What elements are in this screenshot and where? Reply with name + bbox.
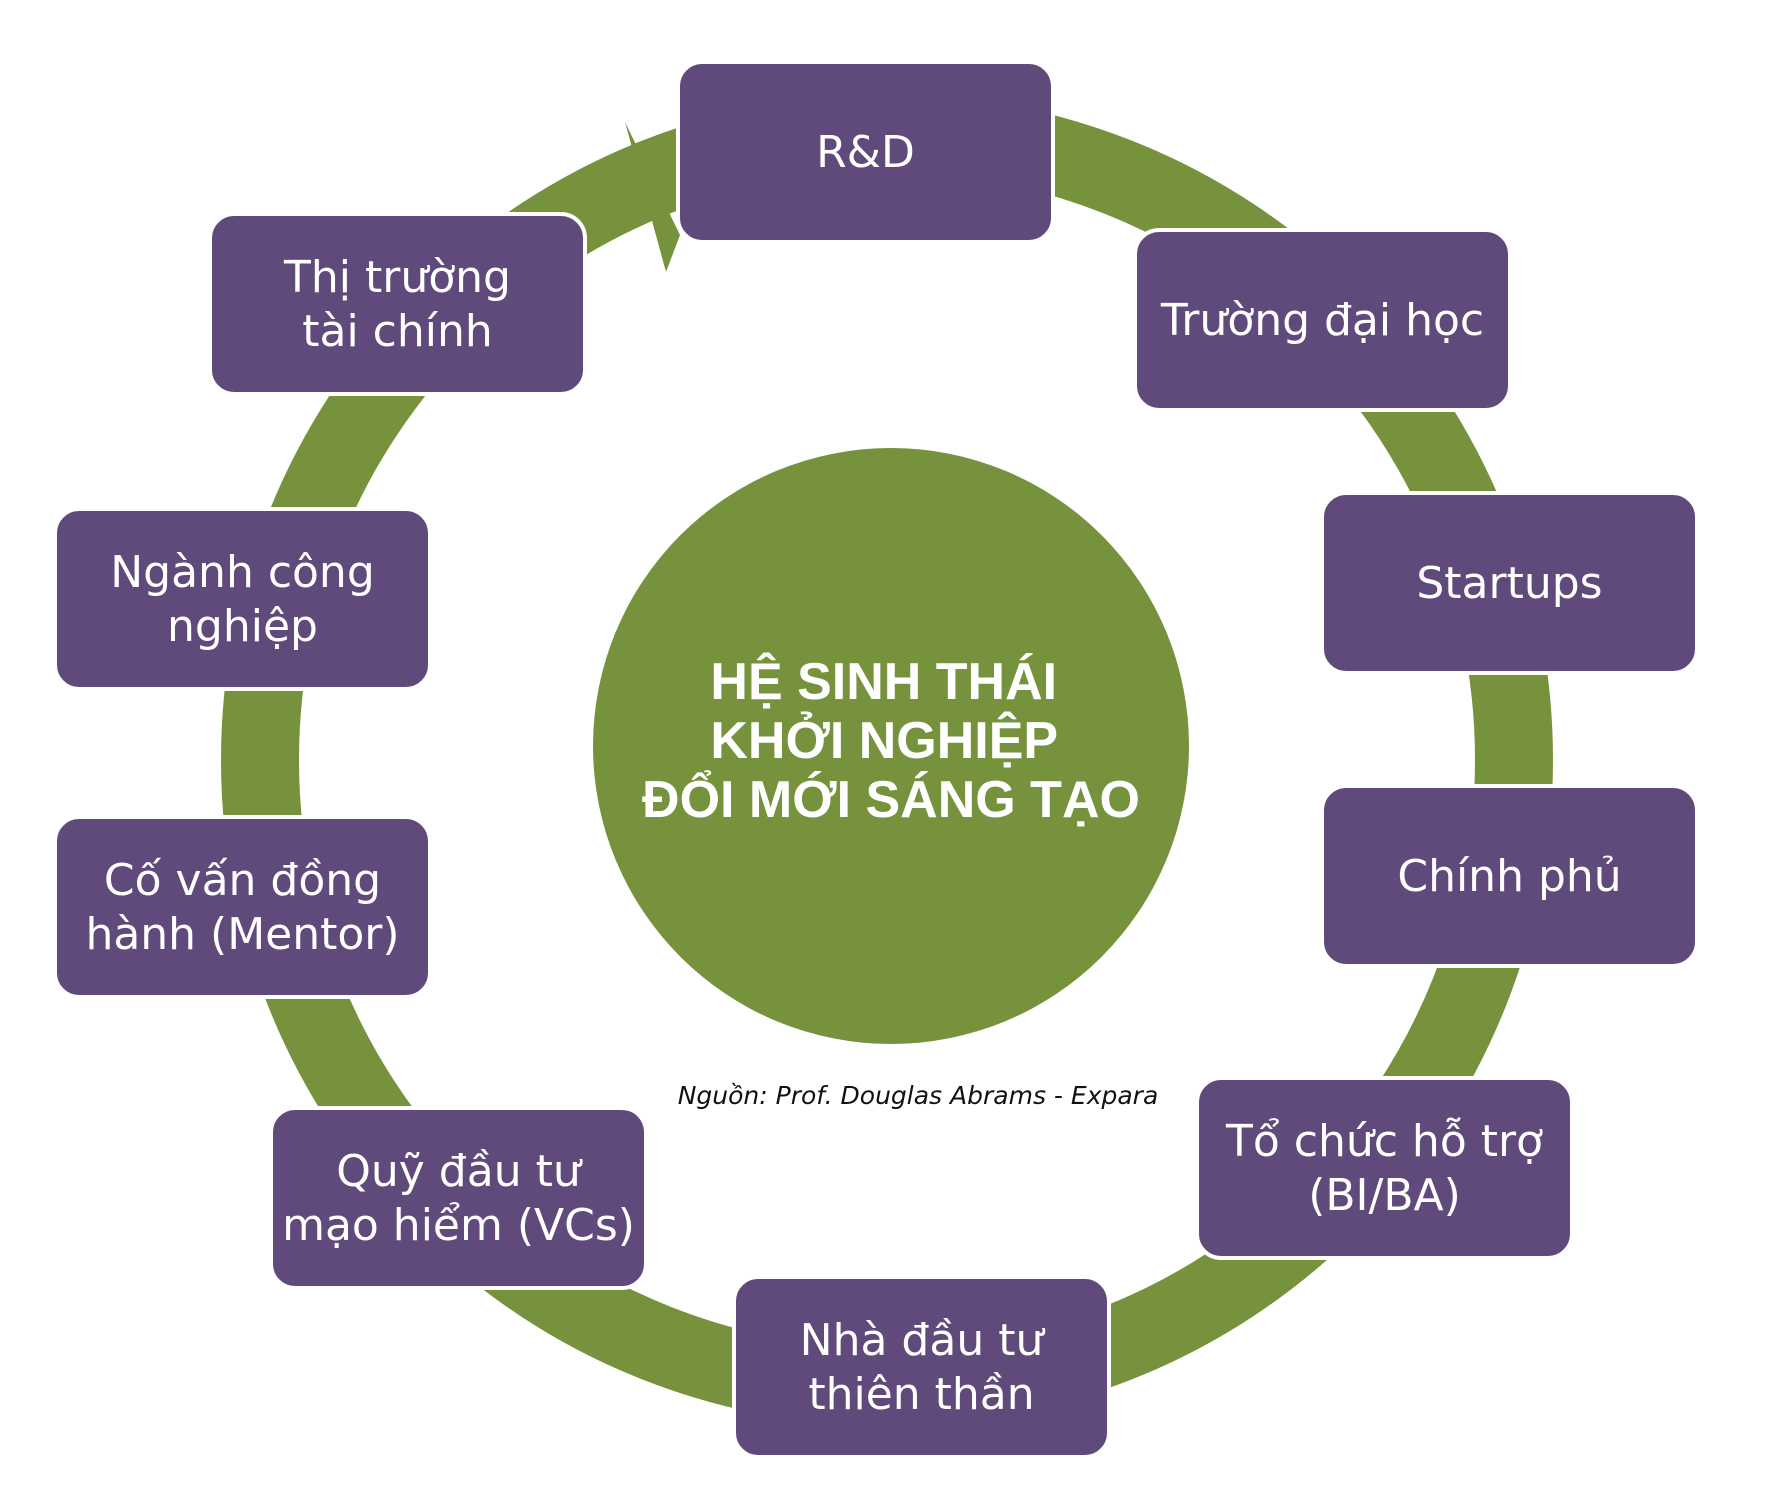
node-box-angel-investor [732, 1275, 1111, 1459]
center-title: HỆ SINH THÁI KHỞI NGHIỆP ĐỔI MỚI SÁNG TẠ… [642, 652, 1140, 829]
node-label-line: Ngành công [110, 547, 375, 598]
node-startups: Startups [1320, 491, 1699, 675]
node-box-support-org [1195, 1076, 1574, 1260]
node-label-line: mạo hiểm (VCs) [282, 1200, 635, 1251]
node-label-line: Startups [1416, 558, 1602, 609]
node-label-line: hành (Mentor) [85, 909, 399, 960]
node-label-line: R&D [816, 127, 915, 178]
center-title-line-2: KHỞI NGHIỆP [710, 711, 1057, 770]
node-label-startups: Startups [1416, 558, 1602, 609]
node-label-support-org: Tổ chức hỗ trợ(BI/BA) [1225, 1116, 1543, 1221]
node-university: Trường đại học [1133, 228, 1512, 412]
node-label-line: tài chính [302, 306, 493, 357]
cycle-arrowhead [625, 122, 680, 272]
node-box-startups [1320, 491, 1699, 675]
center-title-line-3: ĐỔI MỚI SÁNG TẠO [642, 770, 1140, 829]
node-label-line: Cố vấn đồng [104, 855, 381, 906]
node-label-rnd: R&D [816, 127, 915, 178]
node-box-rnd [676, 60, 1055, 244]
source-note: Nguồn: Prof. Douglas Abrams - Expara [678, 1081, 1159, 1110]
center-title-line-1: HỆ SINH THÁI [710, 652, 1057, 711]
node-label-line: Quỹ đầu tư [336, 1146, 583, 1197]
node-label-line: (BI/BA) [1308, 1170, 1461, 1221]
node-box-university [1133, 228, 1512, 412]
node-label-line: Trường đại học [1160, 295, 1484, 346]
node-box-financial-market [208, 212, 587, 396]
node-label-line: Nhà đầu tư [800, 1315, 1046, 1366]
node-support-org: Tổ chức hỗ trợ(BI/BA) [1195, 1076, 1574, 1260]
node-box-venture-capital [269, 1106, 648, 1290]
node-label-line: Thị trường [283, 252, 511, 303]
center-circle [593, 448, 1189, 1044]
node-label-university: Trường đại học [1160, 295, 1484, 346]
node-box-government [1320, 784, 1699, 968]
node-label-line: Chính phủ [1397, 851, 1621, 902]
node-rnd: R&D [676, 60, 1055, 244]
node-label-line: thiên thần [808, 1369, 1034, 1420]
node-box-mentor [53, 815, 432, 999]
node-label-line: nghiệp [167, 601, 318, 652]
node-label-line: Tổ chức hỗ trợ [1225, 1116, 1543, 1167]
node-government: Chính phủ [1320, 784, 1699, 968]
node-box-industry [53, 507, 432, 691]
node-label-government: Chính phủ [1397, 851, 1621, 902]
